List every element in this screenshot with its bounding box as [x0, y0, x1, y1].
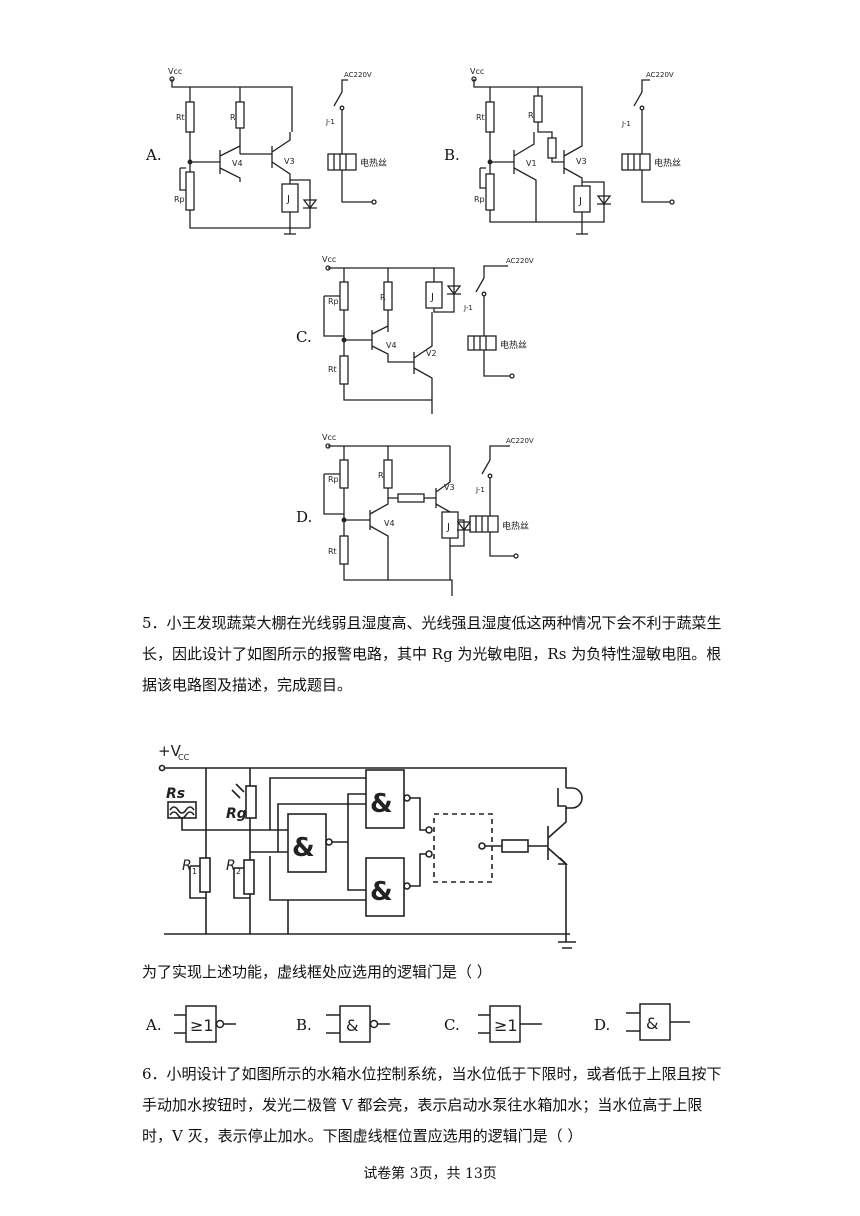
gate-option-a-label: A.	[146, 1016, 162, 1034]
svg-text:&: &	[646, 1014, 658, 1033]
svg-text:R: R	[528, 111, 534, 120]
svg-text:J-1: J-1	[325, 118, 335, 126]
svg-text:Vcc: Vcc	[322, 255, 336, 264]
svg-text:Rt: Rt	[476, 113, 485, 122]
svg-text:1: 1	[192, 867, 197, 876]
circuit-b: Vcc Rt Rp R V1 V3 J AC220V J-1 电热丝	[470, 67, 681, 235]
option-b-label: B.	[444, 146, 460, 164]
svg-text:R: R	[378, 471, 384, 480]
svg-text:&: &	[370, 877, 393, 907]
option-d-label: D.	[296, 508, 313, 526]
svg-text:Vcc: Vcc	[470, 67, 484, 76]
svg-text:R: R	[226, 858, 236, 874]
svg-text:Rp: Rp	[328, 475, 339, 484]
svg-text:AC220V: AC220V	[506, 257, 534, 265]
option-c-label: C.	[296, 328, 312, 346]
svg-text:Rt: Rt	[328, 547, 337, 556]
svg-text:Vcc: Vcc	[322, 433, 336, 442]
svg-text:V3: V3	[576, 157, 587, 166]
svg-text:电热丝: 电热丝	[500, 339, 527, 351]
svg-text:V3: V3	[444, 483, 455, 492]
gate-option-b-label: B.	[296, 1016, 312, 1034]
svg-text:&: &	[292, 833, 315, 863]
svg-text:Rg: Rg	[226, 806, 247, 822]
svg-text:&: &	[346, 1016, 358, 1035]
gate-option-c: ≥1	[478, 1005, 542, 1043]
svg-text:&: &	[370, 789, 393, 819]
svg-text:CC: CC	[178, 753, 190, 762]
gate-option-a: ≥1	[174, 1005, 236, 1043]
page-footer: 试卷第 3页，共 13页	[363, 1166, 497, 1182]
svg-text:J: J	[430, 292, 434, 303]
svg-text:电热丝: 电热丝	[360, 157, 387, 169]
svg-text:J: J	[578, 196, 582, 207]
svg-text:J: J	[446, 522, 450, 533]
svg-text:V3: V3	[284, 157, 295, 166]
svg-text:V2: V2	[426, 349, 437, 358]
svg-text:V4: V4	[384, 519, 395, 528]
svg-text:J: J	[286, 194, 290, 205]
gate-option-d-label: D.	[594, 1016, 611, 1034]
svg-text:AC220V: AC220V	[646, 71, 674, 79]
svg-text:≥1: ≥1	[494, 1016, 518, 1035]
svg-text:R: R	[380, 293, 386, 302]
svg-text:J-1: J-1	[463, 304, 473, 312]
gate-option-b: &	[326, 1005, 390, 1043]
svg-text:Rp: Rp	[328, 297, 339, 306]
svg-text:Rp: Rp	[474, 195, 485, 204]
gate-option-d: &	[626, 1003, 690, 1041]
svg-text:AC220V: AC220V	[344, 71, 372, 79]
gate-option-c-label: C.	[444, 1016, 460, 1034]
svg-text:V4: V4	[386, 341, 397, 350]
svg-text:J-1: J-1	[475, 486, 485, 494]
svg-text:R: R	[230, 113, 236, 122]
svg-text:J-1: J-1	[621, 120, 631, 128]
circuit-d: Vcc Rp Rt R V3 V4 J AC220V J-1 电热丝	[322, 433, 534, 596]
svg-text:+V: +V	[158, 742, 182, 760]
circuit-c: Vcc Rp Rt R V4 V2 J AC220V J-1 电热丝	[322, 255, 534, 414]
question-5-text: 5．小王发现蔬菜大棚在光线弱且湿度高、光线强且湿度低这两种情况下会不利于蔬菜生长…	[142, 614, 722, 694]
question-5-prompt: 为了实现上述功能，虚线框处应选用的逻辑门是（ ）	[142, 963, 492, 981]
question-6-text: 6．小明设计了如图所示的水箱水位控制系统，当水位低于下限时，或者低于上限且按下手…	[142, 1065, 722, 1145]
svg-text:Rs: Rs	[166, 786, 185, 802]
svg-text:R: R	[182, 858, 192, 874]
svg-text:电热丝: 电热丝	[502, 520, 529, 532]
svg-text:V4: V4	[232, 159, 243, 168]
svg-text:Vcc: Vcc	[168, 67, 182, 76]
svg-text:Rt: Rt	[328, 365, 337, 374]
svg-text:电热丝: 电热丝	[654, 157, 681, 169]
svg-text:2: 2	[236, 867, 241, 876]
svg-text:Rp: Rp	[174, 195, 185, 204]
svg-text:V1: V1	[526, 159, 537, 168]
svg-text:Rt: Rt	[176, 113, 185, 122]
svg-text:AC220V: AC220V	[506, 437, 534, 445]
svg-text:≥1: ≥1	[190, 1016, 214, 1035]
circuit-a: Vcc Rt Rp R V4 V3 J AC220V J-1 电热丝	[168, 67, 387, 235]
option-a-label: A.	[146, 146, 162, 164]
alarm-circuit-diagram: +V CC Rs Rg R 1 R 2 & & &	[158, 742, 583, 949]
